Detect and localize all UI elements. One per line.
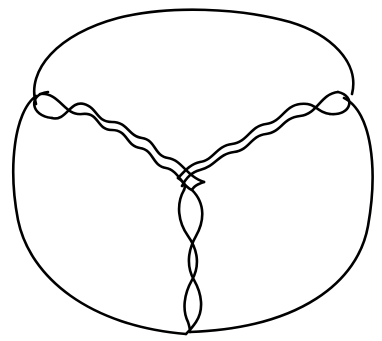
left-loop xyxy=(13,96,186,334)
center-crossing xyxy=(178,178,185,190)
left-band-strand-a xyxy=(40,94,192,190)
left-band-strand-b xyxy=(52,104,204,182)
bottom-band-strand-a xyxy=(186,190,202,334)
center-crossing-2 xyxy=(192,182,204,190)
right-loop xyxy=(190,98,373,332)
top-loop xyxy=(34,10,353,104)
right-lobe xyxy=(330,92,349,114)
